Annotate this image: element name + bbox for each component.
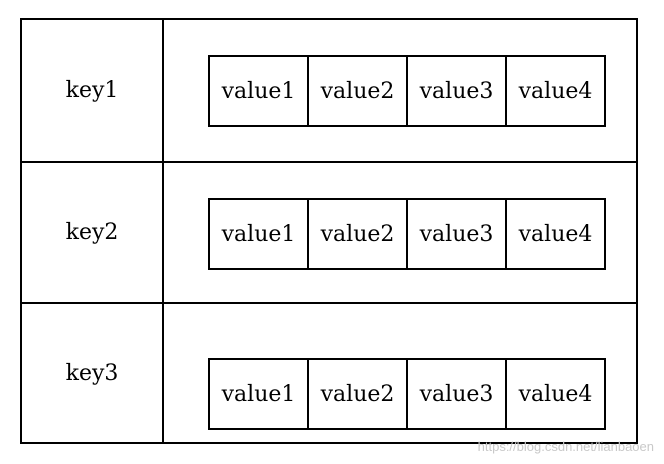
value-cell: value4 (505, 360, 604, 428)
value-cell: value2 (307, 57, 406, 125)
value-cell: value1 (221, 221, 296, 247)
key-value-diagram: key1 value1 value2 value3 value4 key2 va… (20, 18, 638, 444)
value-cell: value3 (406, 57, 505, 125)
value-cell: value4 (505, 57, 604, 125)
value-list: value1 value2 value3 value4 (208, 358, 606, 430)
map-entry-row: key2 value1 value2 value3 value4 (22, 161, 636, 302)
value-cell: value3 (406, 200, 505, 268)
value-cell: value1 (221, 381, 296, 407)
key-cell: key3 (22, 304, 164, 442)
value-cell: value4 (505, 200, 604, 268)
value-cell: value3 (406, 360, 505, 428)
map-entry-row: key1 value1 value2 value3 value4 (22, 20, 636, 161)
key-cell: key1 (22, 20, 164, 161)
value-cell: value2 (307, 200, 406, 268)
watermark-text: https://blog.csdn.net/lianbaoen (477, 439, 654, 454)
key-cell: key2 (22, 163, 164, 302)
value-cell: value1 (221, 78, 296, 104)
map-entry-row: key3 value1 value2 value3 value4 (22, 302, 636, 442)
value-list: value1 value2 value3 value4 (208, 55, 606, 127)
value-cell: value2 (307, 360, 406, 428)
value-list: value1 value2 value3 value4 (208, 198, 606, 270)
